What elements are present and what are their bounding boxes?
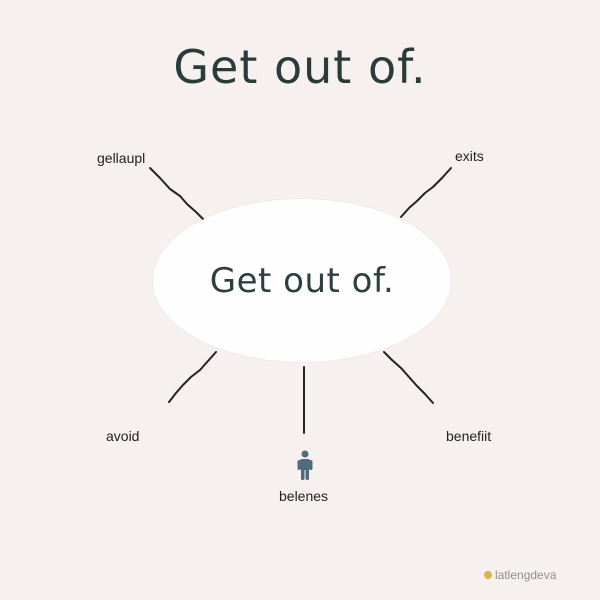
center-label: Get out of. <box>209 260 395 301</box>
watermark: latlengdeva <box>484 568 556 582</box>
node-label-bottom-right: benefiit <box>446 428 492 444</box>
connector-bottom-right <box>383 351 434 404</box>
node-label-bottom-left: avoid <box>106 428 140 444</box>
connector-top-left <box>149 167 204 220</box>
connector-bottom-left <box>168 351 217 403</box>
node-label-top-right: exits <box>455 148 484 164</box>
node-label-top-left: gellaupl <box>97 150 146 166</box>
node-label-bottom-center: belenes <box>279 488 329 504</box>
person-icon <box>297 450 313 480</box>
center-ellipse <box>153 199 451 362</box>
watermark-icon <box>484 571 492 579</box>
page-title: Get out of. <box>173 40 427 94</box>
watermark-text: latlengdeva <box>495 568 557 582</box>
connector-top-right <box>400 167 452 218</box>
